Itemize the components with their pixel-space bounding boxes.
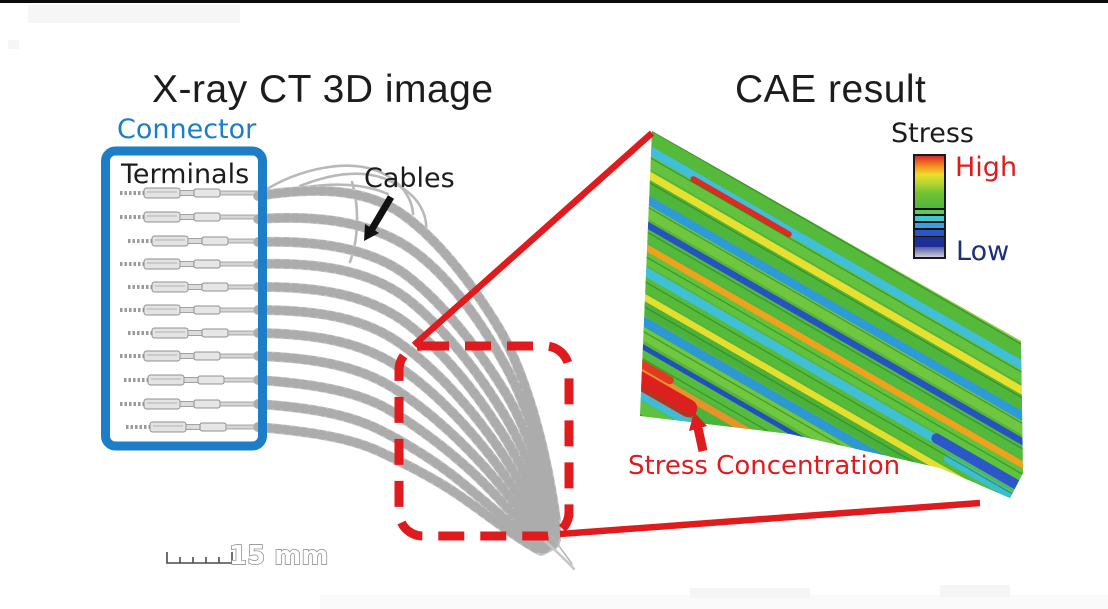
- legend-title: Stress: [891, 118, 974, 149]
- artifact-block: [28, 5, 240, 23]
- left-panel-title: X-ray CT 3D image: [152, 68, 494, 111]
- connector-label: Connector: [117, 114, 257, 145]
- legend-high-label: High: [955, 152, 1018, 183]
- artifact-block: [940, 585, 1010, 597]
- legend-low-label: Low: [956, 236, 1010, 267]
- artifact-block: [690, 588, 810, 598]
- stress-concentration-label: Stress Concentration: [628, 451, 901, 481]
- scale-bar-label: 15 mm: [229, 541, 328, 571]
- callout-line-top: [411, 130, 655, 348]
- callout-line-bottom: [559, 499, 981, 538]
- top-border-line: [0, 0, 1108, 3]
- artifact-block: [320, 595, 1108, 609]
- scale-ruler: [166, 552, 233, 564]
- colorbar-rainbow-segment: [915, 156, 944, 208]
- cables-label: Cables: [364, 163, 455, 194]
- terminal-pins: [118, 186, 268, 434]
- terminals-label: Terminals: [121, 159, 250, 190]
- stress-arrow-icon: [689, 412, 708, 452]
- roi-dashed-box: [394, 341, 574, 541]
- cable-bundle: [253, 164, 576, 571]
- right-panel-title: CAE result: [735, 68, 927, 111]
- connector-box: [101, 146, 267, 451]
- cables-arrow-icon: [364, 195, 395, 241]
- stress-colorbar: [913, 154, 946, 259]
- xray-ct-image: [118, 164, 576, 571]
- artifact-block: [8, 40, 19, 49]
